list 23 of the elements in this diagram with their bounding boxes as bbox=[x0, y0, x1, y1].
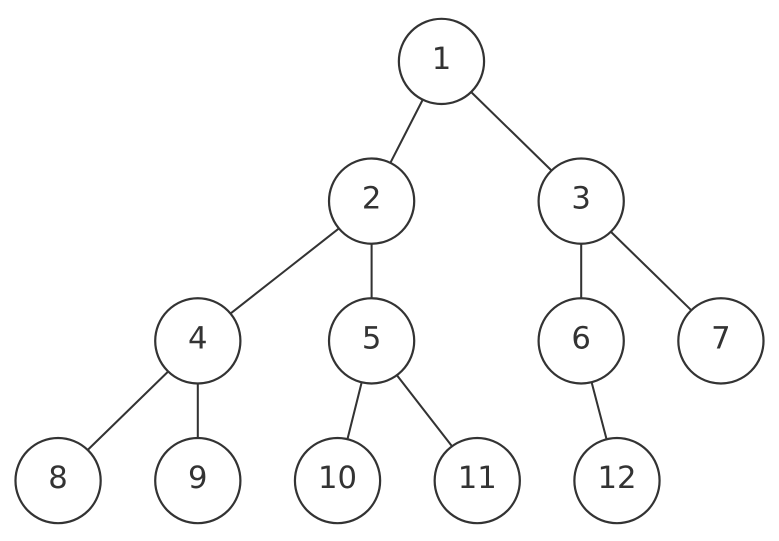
node-circle: 7 bbox=[677, 296, 765, 384]
connector bbox=[390, 99, 424, 163]
node-circle: 9 bbox=[154, 436, 242, 524]
connector bbox=[230, 227, 340, 314]
node-circle: 5 bbox=[328, 296, 416, 384]
node-circle: 6 bbox=[537, 296, 625, 384]
node-circle: 10 bbox=[294, 436, 382, 524]
connector bbox=[87, 370, 169, 450]
connector bbox=[590, 382, 608, 439]
connector bbox=[396, 374, 453, 446]
connector bbox=[370, 243, 373, 298]
node-circle: 2 bbox=[328, 156, 416, 244]
connector bbox=[610, 230, 692, 310]
node-circle: 3 bbox=[537, 156, 625, 244]
connector bbox=[580, 243, 582, 298]
connector bbox=[470, 90, 552, 170]
node-circle: 1 bbox=[398, 17, 486, 105]
node-circle: 12 bbox=[573, 436, 661, 524]
node-circle: 8 bbox=[14, 436, 102, 524]
connector bbox=[346, 382, 363, 439]
node-circle: 11 bbox=[434, 436, 521, 524]
connector bbox=[196, 382, 199, 438]
node-circle: 4 bbox=[154, 296, 242, 384]
